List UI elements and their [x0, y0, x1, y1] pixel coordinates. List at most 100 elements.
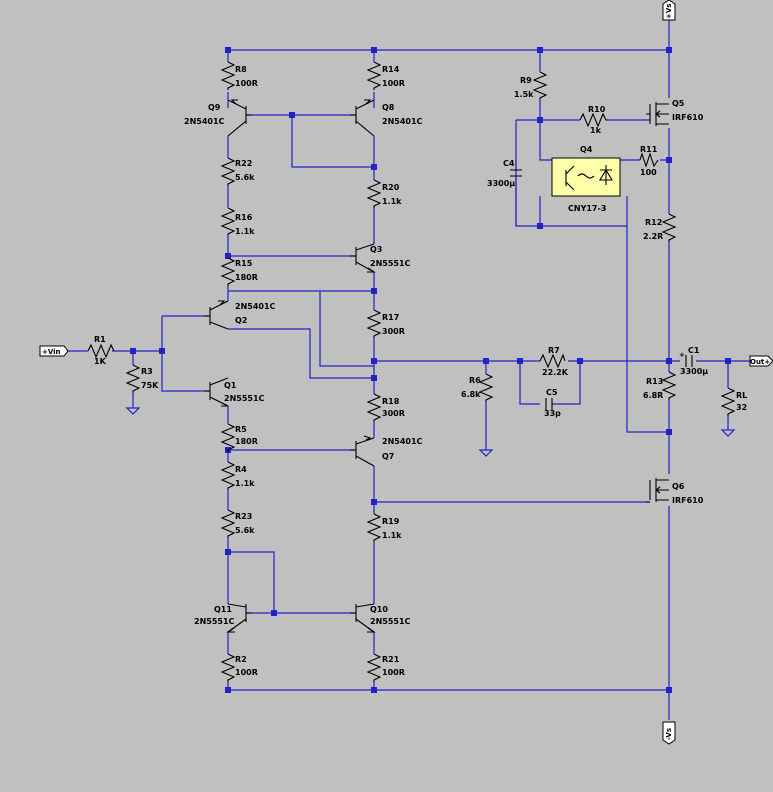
ground-icon — [720, 429, 736, 437]
value-q2: 2N5401C — [235, 302, 276, 311]
transistor-q8 — [350, 99, 375, 137]
mosfets — [646, 102, 669, 503]
label-r1: R1 — [94, 335, 106, 344]
value-c4: 3300µ — [487, 179, 515, 188]
value-r10: 1k — [590, 126, 602, 135]
port-out: Out+ — [749, 355, 773, 367]
junction-dots — [130, 47, 731, 693]
value-r8: 100R — [235, 79, 258, 88]
transistor-q9 — [227, 99, 252, 137]
resistor-r14 — [366, 61, 382, 90]
value-q4: CNY17-3 — [568, 204, 606, 213]
ports: +Vs -Vs +Vin Out+ — [39, 0, 773, 745]
label-r2: R2 — [235, 655, 247, 664]
transistor-q10 — [350, 603, 376, 633]
port-out-label: Out+ — [750, 358, 770, 366]
ground-icon — [125, 407, 141, 415]
label-r18: R18 — [382, 397, 400, 406]
resistor-r16 — [220, 207, 236, 236]
value-r16: 1.1k — [235, 227, 255, 236]
port-vs-neg: -Vs — [662, 721, 676, 745]
label-r23: R23 — [235, 512, 252, 521]
label-r17: R17 — [382, 313, 399, 322]
resistor-r23 — [220, 509, 236, 538]
transistor-q7 — [350, 435, 375, 467]
value-q9: 2N5401C — [184, 117, 225, 126]
resistor-r4 — [220, 461, 236, 490]
svg-text:+: + — [679, 351, 685, 359]
label-c4: C4 — [503, 159, 515, 168]
label-q1: Q1 — [224, 381, 237, 390]
value-rl: 32 — [736, 403, 747, 412]
resistor-r2 — [220, 653, 236, 682]
resistor-r5 — [220, 423, 236, 452]
resistor-r19 — [366, 513, 382, 542]
value-r12: 2.2R — [643, 232, 663, 241]
resistor-r13 — [661, 371, 677, 400]
value-r4: 1.1k — [235, 479, 255, 488]
value-q8: 2N5401C — [382, 117, 423, 126]
mosfet-q6 — [646, 478, 669, 503]
label-rl: RL — [736, 391, 747, 400]
label-c5: C5 — [546, 388, 558, 397]
label-r21: R21 — [382, 655, 400, 664]
resistor-r11 — [639, 152, 659, 168]
capacitor-c1 — [685, 355, 693, 367]
label-q5: Q5 — [672, 99, 685, 108]
label-r5: R5 — [235, 425, 247, 434]
resistors — [87, 61, 736, 682]
label-r19: R19 — [382, 517, 400, 526]
capacitor-c5 — [545, 398, 553, 410]
transistor-q1 — [204, 377, 229, 407]
resistor-r12 — [661, 213, 677, 242]
label-r3: R3 — [141, 367, 153, 376]
label-q11: Q11 — [214, 605, 232, 614]
resistor-r21 — [366, 653, 382, 682]
ground-symbols — [125, 407, 736, 457]
value-r9: 1.5k — [514, 90, 534, 99]
label-r14: R14 — [382, 65, 400, 74]
resistor-r15 — [220, 257, 236, 286]
port-vin: +Vin — [39, 345, 69, 357]
resistor-r17 — [366, 309, 382, 338]
label-r12: R12 — [645, 218, 662, 227]
value-r17: 300R — [382, 327, 405, 336]
label-q9: Q9 — [208, 103, 221, 112]
label-r22: R22 — [235, 159, 252, 168]
port-vs-pos-label: +Vs — [665, 4, 673, 19]
value-q6: IRF610 — [672, 496, 704, 505]
transistor-q2 — [204, 300, 229, 330]
port-vs-neg-label: -Vs — [665, 728, 673, 740]
value-r20: 1.1k — [382, 197, 402, 206]
resistor-r1 — [87, 343, 115, 359]
value-r15: 180R — [235, 273, 258, 282]
value-r11: 100 — [640, 168, 657, 177]
value-q3: 2N5551C — [370, 259, 411, 268]
resistor-rl — [720, 387, 736, 416]
label-q3: Q3 — [370, 245, 382, 254]
resistor-r22 — [220, 157, 236, 186]
label-r16: R16 — [235, 213, 253, 222]
value-c1: 3300µ — [680, 367, 708, 376]
label-q2: Q2 — [235, 316, 247, 325]
value-r6: 6.8k — [461, 390, 481, 399]
label-r20: R20 — [382, 183, 400, 192]
resistor-r9 — [532, 71, 548, 100]
component-labels: R8 100R R14 100R Q9 2N5401C Q8 2N5401C R… — [94, 65, 747, 677]
value-c5: 33p — [544, 409, 561, 418]
port-vin-label: +Vin — [42, 348, 61, 356]
value-r19: 1.1k — [382, 531, 402, 540]
label-r10: R10 — [588, 105, 606, 114]
label-r13: R13 — [646, 377, 663, 386]
value-r23: 5.6k — [235, 526, 255, 535]
bjt-transistors — [204, 99, 376, 633]
transistor-q11 — [226, 603, 252, 633]
wires — [68, 20, 750, 720]
value-r7: 22.2K — [542, 368, 569, 377]
label-q8: Q8 — [382, 103, 395, 112]
value-r5: 180R — [235, 437, 258, 446]
label-r4: R4 — [235, 465, 247, 474]
value-q11: 2N5551C — [194, 617, 235, 626]
label-r9: R9 — [520, 76, 532, 85]
